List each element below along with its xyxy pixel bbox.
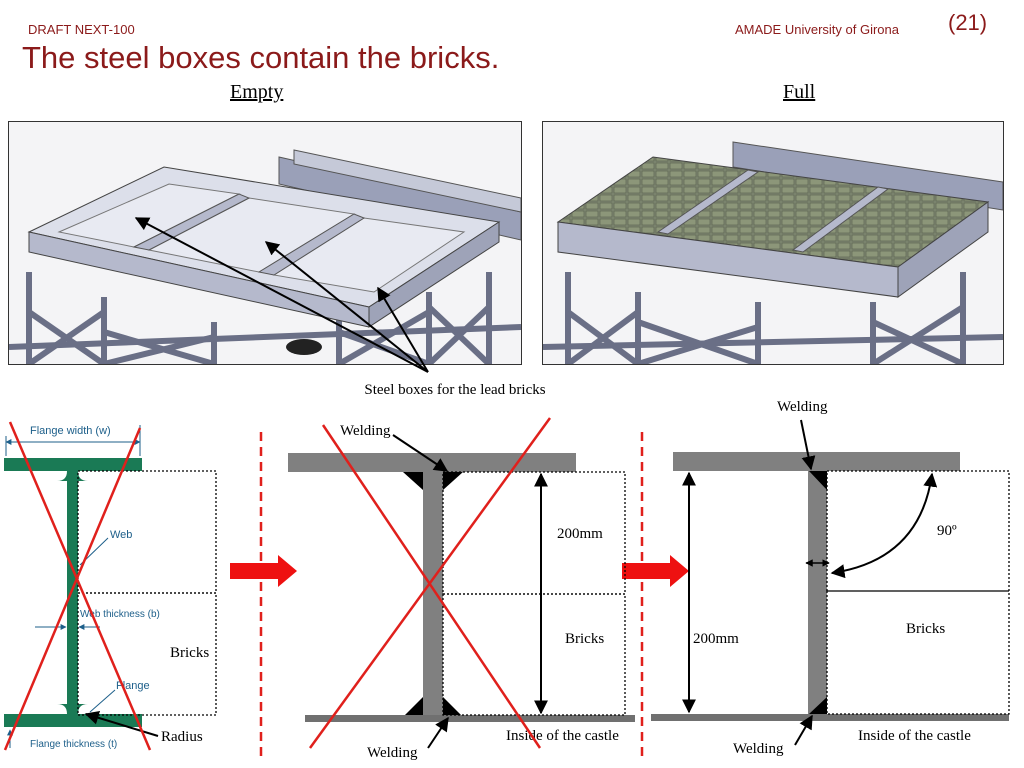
flange-thickness-label: Flange thickness (t) — [30, 739, 118, 750]
middle-beam-drawing — [288, 417, 635, 749]
draft-label: DRAFT NEXT-100 — [28, 22, 135, 37]
full-caption: Full — [783, 81, 816, 103]
empty-boxes-render — [8, 121, 522, 365]
right-dimension-label: 200mm — [693, 631, 739, 647]
right-bricks-label: Bricks — [906, 621, 946, 637]
middle-welding-bottom-label: Welding — [367, 745, 418, 761]
web-label: Web — [110, 529, 133, 541]
flange-width-label: Flange width (w) — [30, 425, 111, 437]
middle-welding-top-label: Welding — [340, 423, 391, 439]
full-boxes-render — [542, 121, 1004, 365]
right-welding-bottom-label: Welding — [733, 741, 784, 757]
right-inside-label: Inside of the castle — [858, 728, 971, 744]
ibeam-bricks-label: Bricks — [170, 645, 210, 661]
right-welding-top-label: Welding — [777, 399, 828, 415]
institution-label: AMADE University of Girona — [735, 22, 899, 37]
ibeam-drawing — [3, 421, 217, 751]
slide-title: The steel boxes contain the bricks. — [22, 40, 500, 75]
radius-label: Radius — [161, 729, 203, 745]
red-arrow-2 — [622, 555, 689, 587]
middle-bricks-label: Bricks — [565, 631, 605, 647]
red-arrow-1 — [230, 555, 297, 587]
steel-box-pointers — [134, 217, 429, 373]
middle-dimension-label: 200mm — [557, 526, 603, 542]
empty-caption: Empty — [230, 81, 284, 103]
steel-boxes-label: Steel boxes for the lead bricks — [364, 382, 546, 398]
right-angle-label: 90º — [937, 523, 957, 539]
right-beam-drawing — [651, 419, 1010, 746]
web-thickness-label: Web thickness (b) — [80, 609, 160, 620]
page-number: (21) — [948, 10, 988, 35]
